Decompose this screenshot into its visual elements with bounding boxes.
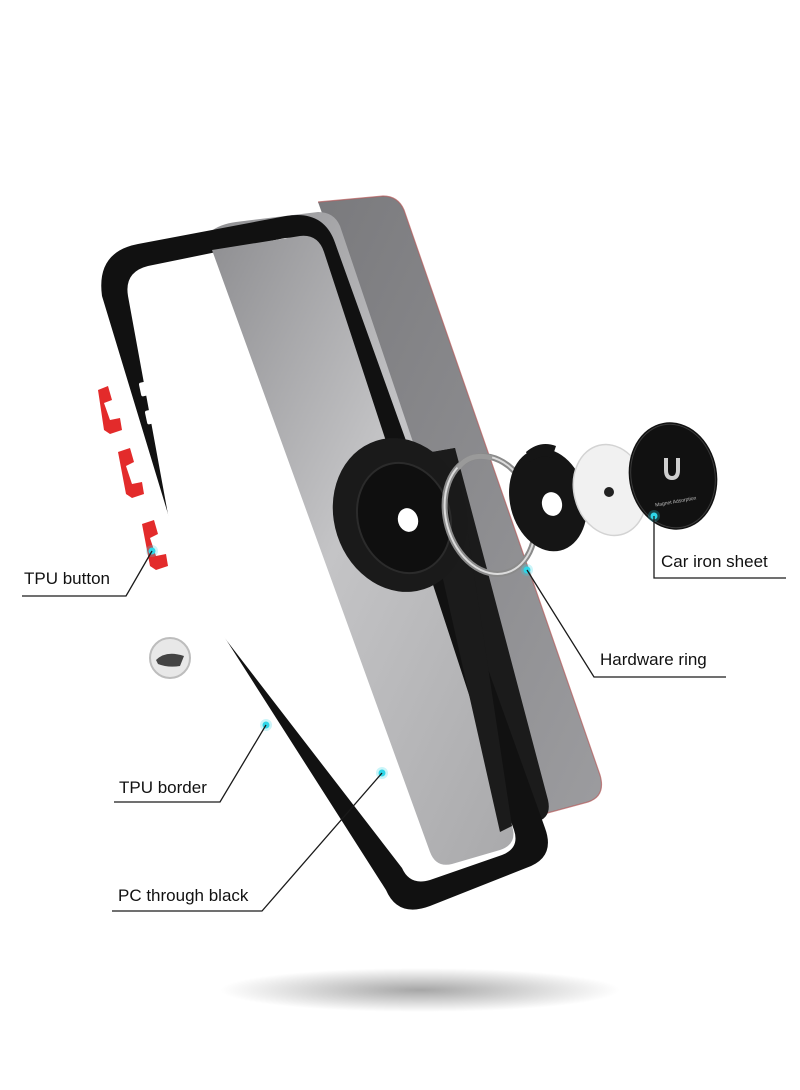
frame-button-cutouts: [139, 381, 199, 553]
label-tpu-button: TPU button: [24, 569, 110, 588]
label-car-iron-sheet: Car iron sheet: [661, 552, 768, 571]
magnet-icon: [664, 458, 680, 480]
metal-screw: [149, 637, 191, 679]
label-pc-through-black: PC through black: [118, 886, 249, 905]
drop-shadow: [220, 968, 620, 1012]
tpu-frame: [101, 215, 548, 910]
leader-lines: [22, 516, 786, 912]
magnet-cup: [509, 444, 587, 552]
label-hardware-ring: Hardware ring: [600, 650, 707, 669]
ring-holder-base: [332, 438, 468, 592]
car-iron-sheet-plate: Magnet Adsorption: [628, 422, 718, 530]
label-tpu-border: TPU border: [119, 778, 207, 797]
